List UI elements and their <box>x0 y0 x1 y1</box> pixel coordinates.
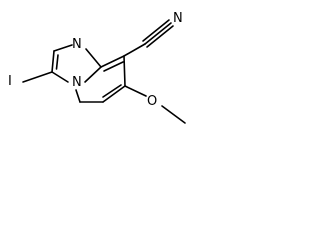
bond-o-ch3 <box>161 105 186 124</box>
bond-c8-c7 <box>123 55 126 87</box>
molecule-structure-diagram: N N N I O <box>0 0 217 150</box>
atom-label-oxygen: O <box>147 94 158 109</box>
bond-cn-triple-2 <box>146 25 174 48</box>
atom-label-ring-n-bridge: N <box>72 75 82 90</box>
atom-label-nitrile-n: N <box>173 11 183 26</box>
bond-c3-i <box>22 71 53 83</box>
bond-c3-n4 <box>51 71 69 83</box>
atom-label-iodine: I <box>8 74 12 89</box>
bond-layer <box>22 19 186 124</box>
bond-c7-o <box>124 85 147 97</box>
bond-c2-c3-inner <box>55 54 59 70</box>
atom-label-ring-n-top: N <box>72 37 82 52</box>
bond-c2-c3 <box>51 50 55 73</box>
bond-c7-c6 <box>102 85 126 103</box>
bond-cn-triple-1 <box>144 22 172 45</box>
bond-c8a-c8 <box>100 55 125 68</box>
bond-n1-c2 <box>53 44 73 52</box>
bond-c8-cn <box>123 43 146 57</box>
bond-c8a-n1 <box>85 48 102 68</box>
bond-cn-triple-3 <box>142 19 170 42</box>
bond-c8a-c8-inner <box>103 61 124 72</box>
bond-c5-n4 <box>75 89 81 103</box>
bond-c7-c6-inner <box>102 84 122 98</box>
bond-n4-c8a <box>84 66 102 83</box>
